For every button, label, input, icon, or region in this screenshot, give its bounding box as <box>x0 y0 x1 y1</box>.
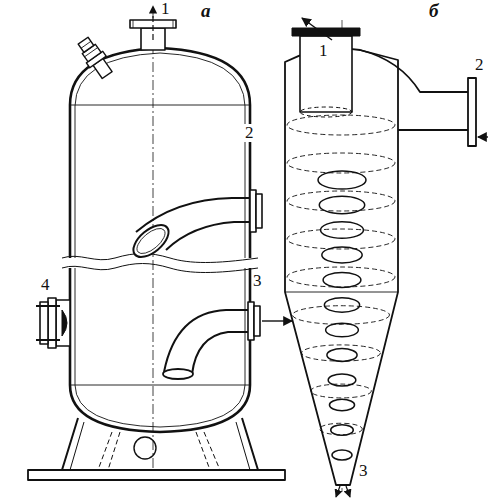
vortex-stroke <box>287 191 395 211</box>
vortex-stroke <box>318 171 366 189</box>
callout-number: 1 <box>318 42 329 60</box>
vortex-stroke <box>324 298 359 312</box>
vortex-stroke <box>328 374 356 386</box>
vortex-stroke <box>332 450 352 460</box>
vortex-stroke <box>331 425 354 436</box>
callout-number: 4 <box>40 276 51 294</box>
callout-number: 3 <box>252 272 263 290</box>
vortex-stroke <box>287 115 395 135</box>
vortex-stroke <box>320 423 363 434</box>
callout-number: 2 <box>474 56 485 74</box>
vortex-stroke <box>327 349 357 362</box>
vortex-stroke <box>287 267 395 287</box>
vortex-stroke <box>292 306 389 325</box>
vortex-stroke <box>321 222 364 239</box>
vortex-stroke <box>322 247 362 263</box>
view-letter: б <box>428 2 439 20</box>
callout-number: 1 <box>160 0 171 18</box>
vortex-stroke <box>323 272 361 287</box>
vortex-stroke <box>302 345 381 361</box>
vortex-stroke <box>326 323 359 337</box>
view-letter: а <box>200 2 212 20</box>
callout-number: 2 <box>244 124 255 142</box>
vortex-stroke <box>319 196 364 213</box>
callout-number: 3 <box>358 462 369 480</box>
vortex-stroke <box>287 153 395 173</box>
vortex-stroke <box>329 399 354 410</box>
